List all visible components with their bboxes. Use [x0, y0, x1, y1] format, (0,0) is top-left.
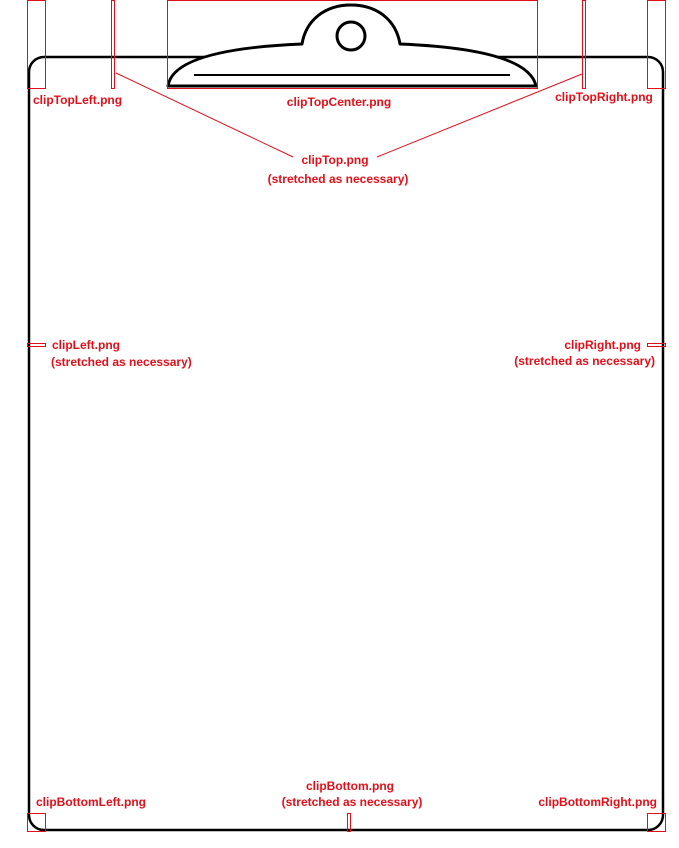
label-clip-left: clipLeft.png	[52, 338, 120, 352]
label-clip-left-note: (stretched as necessary)	[51, 355, 192, 369]
right-slice-marker	[647, 343, 666, 347]
top-right-slice-box	[647, 0, 666, 89]
label-clip-bottom-left: clipBottomLeft.png	[36, 795, 146, 809]
label-clip-top: clipTop.png	[301, 153, 368, 167]
bottom-left-slice-box	[27, 813, 46, 832]
label-clip-top-right: clipTopRight.png	[555, 90, 653, 104]
label-clip-bottom-right: clipBottomRight.png	[538, 795, 657, 809]
label-clip-top-note: (stretched as necessary)	[268, 172, 409, 186]
bottom-slice-marker	[347, 813, 351, 832]
clip-top-leader-left	[115, 72, 294, 158]
clip-graphic	[166, 3, 538, 88]
label-clip-top-left: clipTopLeft.png	[33, 93, 122, 107]
clip-top-leader-right	[376, 73, 583, 158]
left-slice-marker	[27, 343, 46, 347]
label-clip-right: clipRight.png	[564, 338, 641, 352]
top-right-stretch-marker	[582, 0, 586, 89]
top-center-slice-box	[167, 0, 538, 89]
top-left-stretch-marker	[111, 0, 115, 89]
top-left-slice-box	[27, 0, 46, 89]
label-clip-top-center: clipTopCenter.png	[287, 95, 391, 109]
label-clip-bottom: clipBottom.png	[306, 779, 394, 793]
bottom-right-slice-box	[647, 813, 666, 832]
label-clip-right-note: (stretched as necessary)	[514, 354, 655, 368]
label-clip-bottom-note: (stretched as necessary)	[282, 795, 423, 809]
clip-hole	[335, 20, 367, 52]
